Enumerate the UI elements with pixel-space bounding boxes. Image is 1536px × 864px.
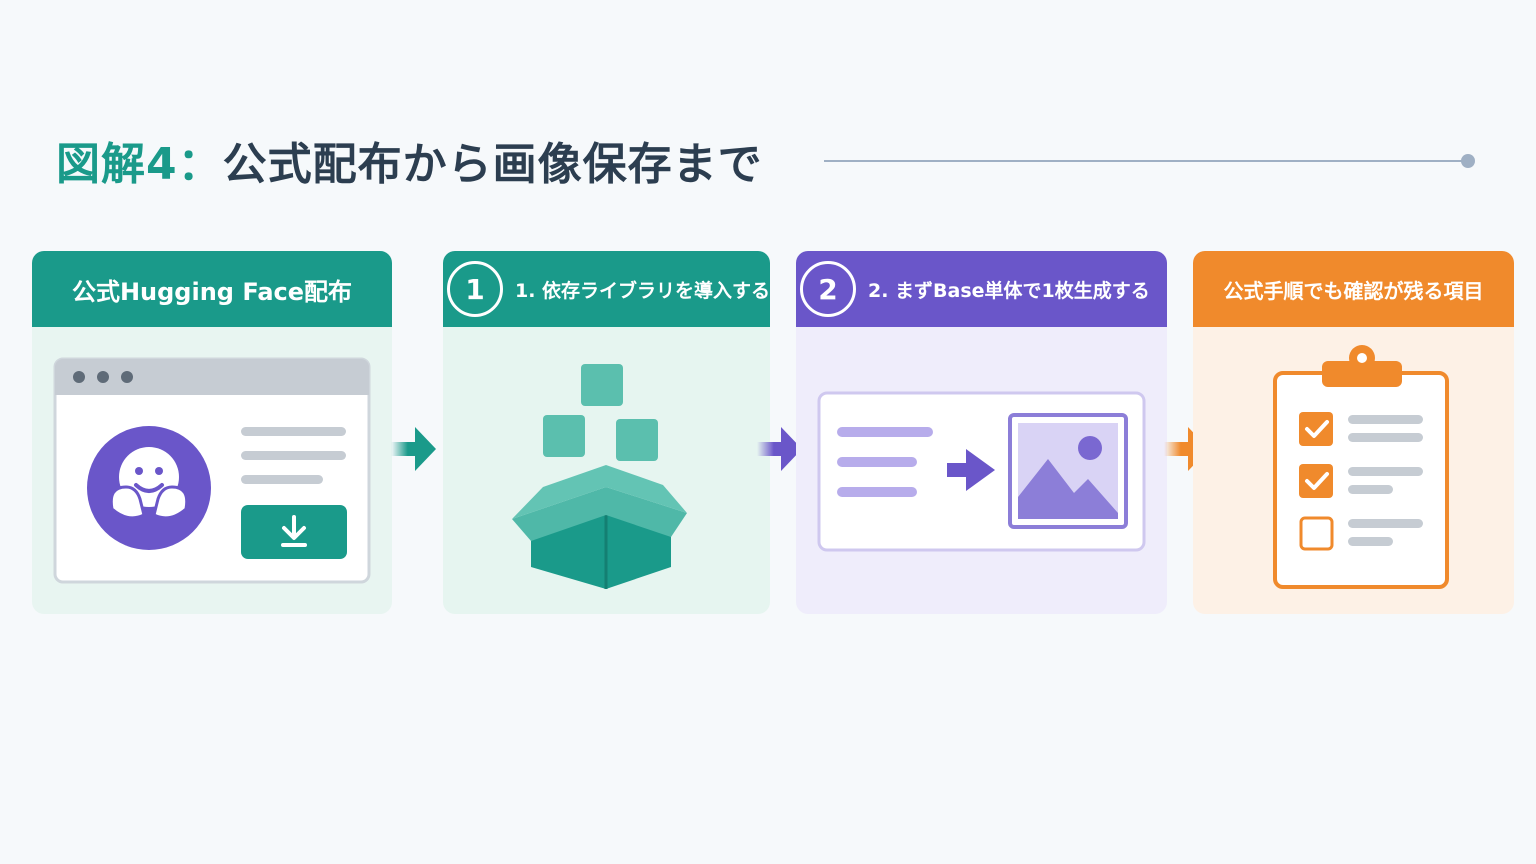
clipboard-checklist-icon (1273, 345, 1449, 589)
panel-remaining-checks: 公式手順でも確認が残る項目 (1193, 251, 1514, 614)
panel-body (1193, 327, 1514, 614)
panel-header: 1 1. 依存ライブラリを導入する (443, 251, 770, 327)
panel-header-label: 公式Hugging Face配布 (71, 277, 353, 306)
diagram-title: 図解4： 公式配布から画像保存まで (56, 130, 763, 190)
arrow-right-icon (757, 427, 802, 471)
arrow-right-icon (947, 449, 995, 491)
panel-header: 公式Hugging Face配布 (32, 251, 392, 327)
arrow-right-icon (391, 427, 436, 471)
panel-body (796, 327, 1167, 614)
text-line (837, 487, 917, 497)
panel-hugging-face-illustration (53, 357, 371, 584)
panel-header-label: 公式手順でも確認が残る項目 (1223, 278, 1484, 303)
generation-illustration (817, 391, 1146, 552)
checkbox-checked-icon (1299, 412, 1333, 446)
panel-header-label: 2. まずBase単体で1枚生成する (868, 279, 1150, 302)
image-icon (1008, 413, 1128, 529)
title-divider-line (824, 160, 1464, 162)
panel-header-label: 1. 依存ライブラリを導入する (515, 279, 770, 302)
panel-body (443, 327, 770, 614)
checkbox-empty-icon (1299, 516, 1334, 551)
panel-step-1: 1 1. 依存ライブラリを導入する (443, 251, 770, 614)
window-dot-icon (121, 371, 133, 383)
title-prefix: 図解4： (56, 139, 223, 190)
checkbox-checked-icon (1299, 464, 1333, 498)
window-dot-icon (73, 371, 85, 383)
window-dot-icon (97, 371, 109, 383)
panel-header: 2 2. まずBase単体で1枚生成する (796, 251, 1167, 327)
title-divider-dot (1461, 154, 1475, 168)
step-number-badge: 2 (800, 261, 856, 317)
text-line (241, 451, 346, 460)
panel-step-2: 2 2. まずBase単体で1枚生成する (796, 251, 1167, 614)
cube-icon (581, 364, 623, 406)
step-number-badge: 1 (447, 261, 503, 317)
cube-icon (543, 415, 585, 457)
hugging-face-logo-icon (87, 426, 211, 550)
text-line (241, 475, 323, 484)
cube-icon (616, 419, 658, 461)
panel-header: 公式手順でも確認が残る項目 (1193, 251, 1514, 327)
text-line (837, 457, 917, 467)
text-line (241, 427, 346, 436)
download-icon (241, 505, 347, 559)
title-main: 公式配布から画像保存まで (222, 139, 763, 190)
text-line (837, 427, 933, 437)
open-box-icon (512, 364, 687, 589)
